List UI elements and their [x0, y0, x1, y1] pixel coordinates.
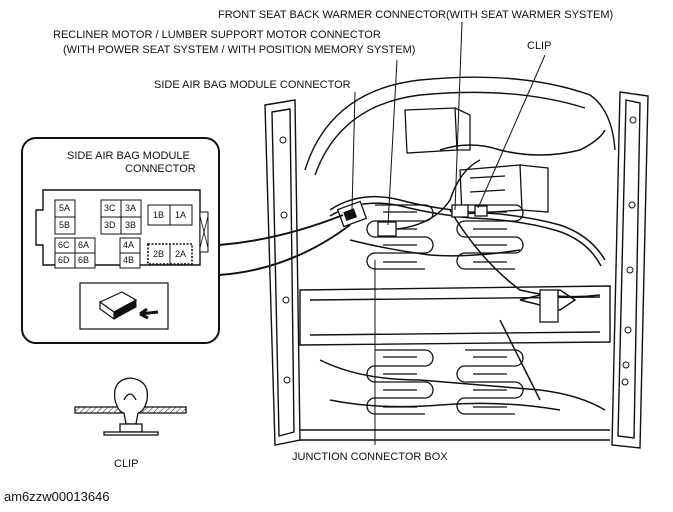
label-front-seat-back-warmer: FRONT SEAT BACK WARMER CONNECTOR(WITH SE…: [218, 9, 614, 21]
pin-4a: 4A: [123, 240, 135, 250]
pin-6c: 6C: [58, 240, 70, 250]
motor-box: [404, 107, 549, 215]
pin-5a: 5A: [59, 203, 71, 213]
pin-2a: 2A: [175, 249, 187, 259]
pin-6b: 6B: [78, 255, 90, 265]
pin-6a: 6A: [78, 240, 90, 250]
pin-2b: 2B: [153, 249, 165, 259]
figure-caption: am6zzw00013646: [4, 489, 110, 504]
label-recliner-line1: RECLINER MOTOR / LUMBER SUPPORT MOTOR CO…: [53, 29, 381, 41]
pin-3c: 3C: [104, 203, 116, 213]
pin-1b: 1B: [153, 210, 165, 220]
pin-5b: 5B: [59, 220, 71, 230]
pin-4b: 4B: [123, 255, 135, 265]
label-clip-bottom: CLIP: [114, 458, 139, 470]
leader-lines: [351, 21, 546, 445]
pin-1a: 1A: [175, 210, 187, 220]
pin-3a: 3A: [125, 203, 137, 213]
inset-title-line1: SIDE AIR BAG MODULE: [67, 150, 190, 162]
label-recliner-line2: (WITH POWER SEAT SYSTEM / WITH POSITION …: [63, 44, 416, 56]
pin-3b: 3B: [125, 220, 137, 230]
harness-connectors: [336, 200, 559, 323]
frame-holes: [279, 116, 637, 386]
connector-inset: [21, 137, 351, 344]
label-junction-box: JUNCTION CONNECTOR BOX: [292, 451, 448, 463]
wire-harness: [319, 129, 606, 411]
label-side-air-bag: SIDE AIR BAG MODULE CONNECTOR: [154, 79, 351, 91]
clip-detail: [74, 377, 187, 436]
pin-3d: 3D: [104, 220, 116, 230]
inset-title-line2: CONNECTOR: [125, 163, 196, 175]
label-clip-top: CLIP: [527, 40, 552, 52]
pin-6d: 6D: [58, 255, 70, 265]
